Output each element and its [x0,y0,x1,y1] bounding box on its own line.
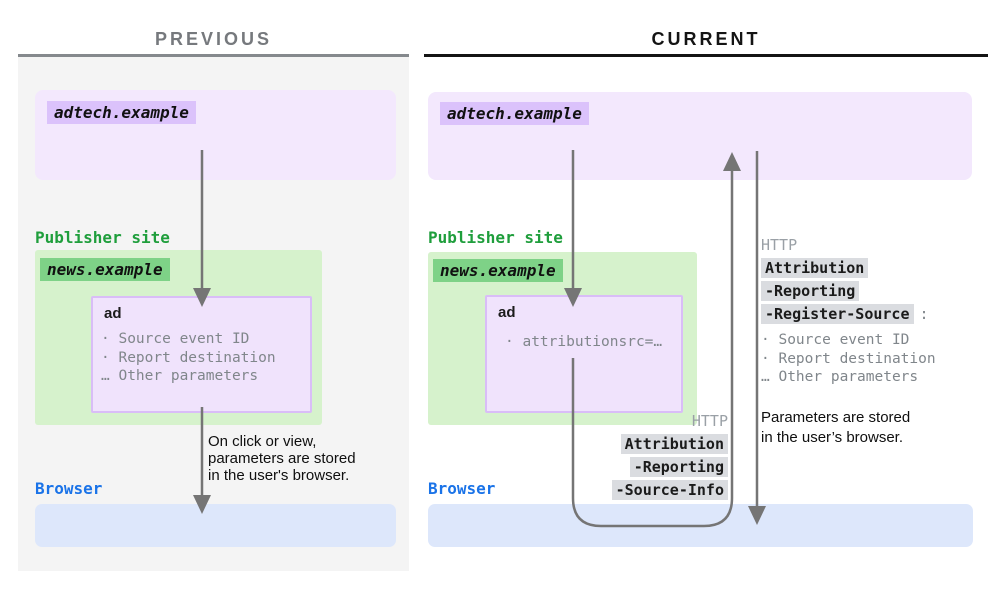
param-line: · Report destination [101,349,276,366]
previous-browser-box [35,504,396,547]
http-protocol-label: HTTP [761,236,798,254]
previous-ad-label: ad [104,305,122,322]
header-token: -Register-Source [761,304,914,324]
current-browser-label: Browser [428,479,496,498]
previous-browser-label: Browser [35,479,103,498]
param-line: · Source event ID [101,331,250,347]
source-info-header-stack: HTTP Attribution -Reporting -Source-Info [528,412,728,500]
current-adtech-box: adtech.example [428,92,972,180]
previous-adtech-box: adtech.example [35,90,396,180]
previous-column-divider [18,54,409,57]
header-token-row: -Register-Source: [761,304,929,324]
current-ad-box: ad · attributionsrc=… [485,295,683,413]
current-news-domain-label: news.example [433,259,563,282]
param-line: … Other parameters [101,368,259,384]
current-adtech-domain-label: adtech.example [440,102,589,125]
current-ad-label: ad [498,304,516,321]
header-token: Attribution [620,434,728,454]
previous-adtech-domain-label: adtech.example [47,101,196,124]
param-line: · attributionsrc=… [505,334,663,350]
param-line: … Other parameters [761,369,919,385]
previous-news-domain-label: news.example [40,258,170,281]
current-browser-box [428,504,973,547]
previous-ad-params: · Source event ID · Report destination …… [101,330,276,386]
header-token: -Reporting [629,457,728,477]
register-source-params: · Source event ID · Report destination …… [761,331,936,387]
register-source-header-stack: HTTP Attribution -Reporting -Register-So… [761,236,936,448]
header-colon: : [919,305,929,323]
current-column-divider [424,54,988,57]
header-token: -Reporting [761,281,860,301]
http-protocol-label: HTTP [691,412,728,430]
current-publisher-site-label: Publisher site [428,228,563,247]
header-token: Attribution [761,258,869,278]
previous-storage-note: On click or view, parameters are stored … [208,433,356,484]
current-ad-params: · attributionsrc=… [505,333,662,352]
previous-column-title: PREVIOUS [154,29,273,49]
param-line: · Source event ID [761,332,910,348]
current-storage-note: Parameters are stored in the user’s brow… [761,408,911,446]
header-token: -Source-Info [611,480,728,500]
param-line: · Report destination [761,350,936,367]
current-column-title: CURRENT [651,29,761,49]
previous-ad-box: ad · Source event ID · Report destinatio… [91,296,312,413]
previous-publisher-site-label: Publisher site [35,228,170,247]
